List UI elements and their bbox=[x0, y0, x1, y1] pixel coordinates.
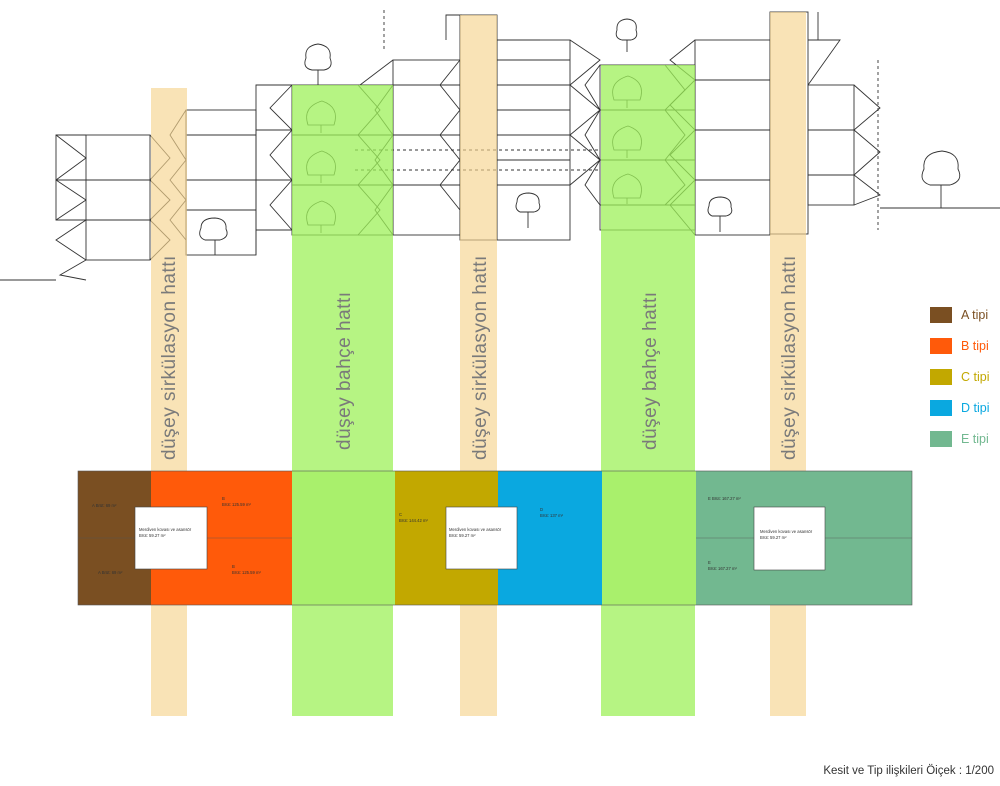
legend-label: D tipi bbox=[961, 401, 990, 415]
core-middle bbox=[445, 506, 518, 570]
plan-text-c-2: Brüt: 144.42 m² bbox=[399, 518, 428, 523]
building-section bbox=[0, 10, 1000, 281]
core-area-right: Brüt: 59.27 m² bbox=[760, 535, 787, 540]
plan-text-a-top: A Brüt: 69 m² bbox=[92, 503, 117, 508]
legend-item: B tipi bbox=[930, 336, 1000, 356]
circulation-band-label: düşey sirkülasyon hattı bbox=[779, 255, 800, 460]
core-area-middle: Brüt: 59.27 m² bbox=[449, 533, 476, 538]
legend-swatch bbox=[930, 369, 952, 385]
core-label-right: Merdiven kovası ve asansör bbox=[760, 529, 813, 534]
legend-label: E tipi bbox=[961, 432, 989, 446]
plan-text-d-2: Brüt: 137 m² bbox=[540, 513, 564, 518]
legend: A tipi B tipi C tipi D tipi E tipi bbox=[930, 305, 1000, 460]
plan-text-c-1: C bbox=[399, 512, 402, 517]
garden-band-label: düşey bahçe hattı bbox=[640, 292, 661, 451]
band-labels: düşey sirkülasyon hattı düşey bahçe hatt… bbox=[159, 255, 800, 460]
garden-plan-2 bbox=[602, 471, 696, 605]
legend-swatch bbox=[930, 400, 952, 416]
circulation-band-label: düşey sirkülasyon hattı bbox=[159, 255, 180, 460]
circulation-band bbox=[151, 88, 187, 716]
circulation-band-label: düşey sirkülasyon hattı bbox=[470, 255, 491, 460]
legend-label: B tipi bbox=[961, 339, 989, 353]
legend-swatch bbox=[930, 338, 952, 354]
garden-plan-1 bbox=[292, 471, 395, 605]
plan-text-e-bottom-1: E bbox=[708, 560, 711, 565]
plan-text-e-top: E Brüt: 167.27 m² bbox=[708, 496, 741, 501]
garden-band bbox=[601, 65, 695, 716]
legend-swatch bbox=[930, 307, 952, 323]
legend-label: C tipi bbox=[961, 370, 990, 384]
plan-text-e-bottom-2: Brüt: 167.27 m² bbox=[708, 566, 737, 571]
plan-text-b-top-2: Brüt: 125.59 m² bbox=[222, 502, 251, 507]
garden-band bbox=[292, 85, 393, 716]
plan-text-b-bottom-1: B bbox=[232, 564, 235, 569]
legend-swatch bbox=[930, 431, 952, 447]
core-left bbox=[134, 506, 208, 570]
legend-item: C tipi bbox=[930, 367, 1000, 387]
legend-item: E tipi bbox=[930, 429, 1000, 449]
garden-band-label: düşey bahçe hattı bbox=[334, 292, 355, 451]
core-label-middle: Merdiven kovası ve asansör bbox=[449, 527, 502, 532]
legend-item: D tipi bbox=[930, 398, 1000, 418]
core-label-left: Merdiven kovası ve asansör bbox=[139, 527, 192, 532]
legend-item: A tipi bbox=[930, 305, 1000, 325]
plan-text-b-top-1: B bbox=[222, 496, 225, 501]
core-right bbox=[753, 506, 826, 571]
plan-text-a-bottom: A Brüt: 69 m² bbox=[98, 570, 123, 575]
legend-label: A tipi bbox=[961, 308, 989, 322]
tree-icon bbox=[199, 18, 961, 255]
plan-text-b-bottom-2: Brüt: 125.59 m² bbox=[232, 570, 261, 575]
floor-plan: A Brüt: 69 m² A Brüt: 69 m² B Brüt: 125.… bbox=[77, 470, 913, 606]
drawing-caption: Kesit ve Tip ilişkileri Öiçek : 1/200 bbox=[823, 765, 994, 777]
core-area-left: Brüt: 59.27 m² bbox=[139, 533, 166, 538]
plan-text-d-1: D bbox=[540, 507, 543, 512]
